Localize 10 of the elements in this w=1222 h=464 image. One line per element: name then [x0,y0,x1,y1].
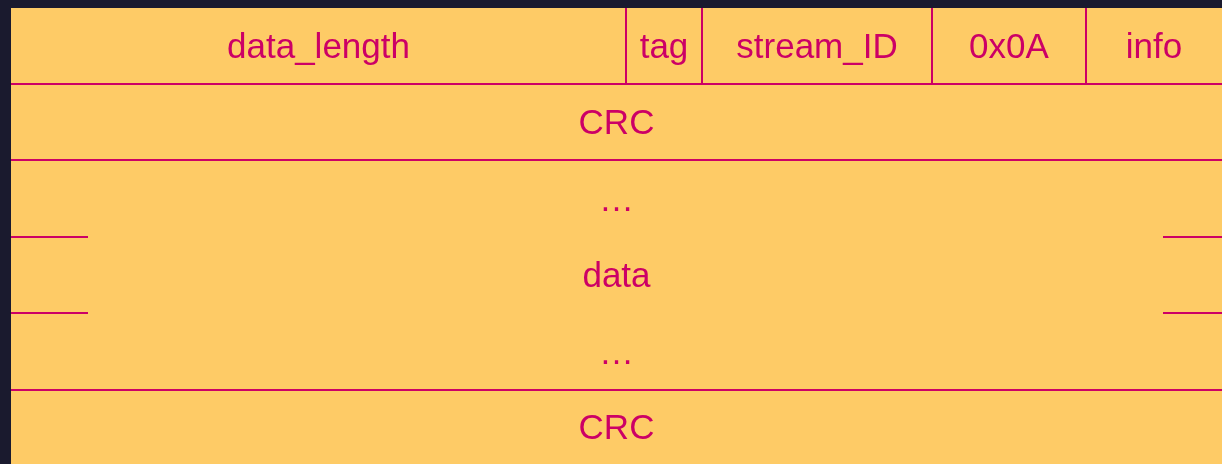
field-name: info [1124,25,1184,67]
field-name: data [581,254,652,296]
field-value: 0x0A [968,25,1050,67]
field-name: CRC [577,406,656,448]
ellipsis: … [598,177,635,220]
field-name: data_length [226,25,411,67]
ellipsis: … [598,330,635,373]
field-name: tag [638,25,690,67]
field-name: CRC [577,101,656,143]
field-name: stream_ID [735,25,899,67]
